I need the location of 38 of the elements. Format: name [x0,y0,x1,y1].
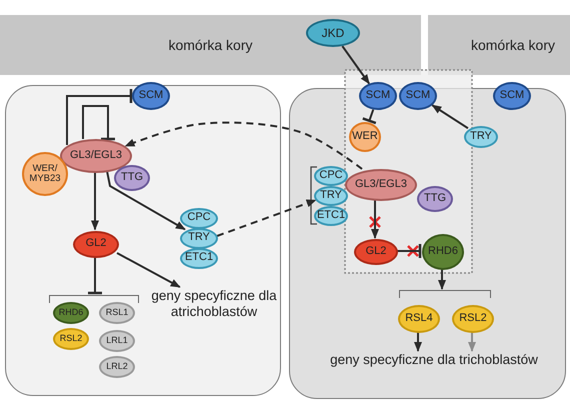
arrow [438,269,446,290]
arrow [414,332,422,352]
cell-label: komórka kory [168,37,253,53]
protein-ellipse: LRL2 [99,356,135,378]
protein-ellipse: CPC [314,166,348,186]
dashed-arrow [216,199,316,237]
arrow [468,332,476,352]
arrow [342,46,370,84]
cell-label: komórka kory [470,37,556,53]
protein-ellipse: GL2 [73,230,119,258]
arrow [431,104,468,130]
protein-ellipse: RSL2 [452,305,494,333]
protein-ellipse: ETC1 [180,248,218,268]
gene-label: geny specyficzne dla atrichoblastów [147,288,281,324]
bracket [399,290,491,298]
dashed-arrow [124,122,363,170]
arrow [371,200,379,239]
protein-ellipse: RHD6 [53,302,89,324]
arrow [91,172,99,230]
protein-ellipse: JKD [306,19,360,47]
protein-ellipse: TRY [464,126,498,148]
protein-ellipse: CPC [180,208,218,228]
protein-ellipse: RSL2 [53,328,89,350]
protein-ellipse: TRY [180,228,218,248]
cell-box [5,85,281,396]
protein-ellipse: RSL4 [398,305,440,333]
cortex-cell [0,15,421,75]
cortex-cell [428,15,570,75]
protein-ellipse: WER/ MYB23 [22,152,68,196]
protein-ellipse: TRY [314,186,348,206]
protein-ellipse: RSL1 [99,302,135,324]
protein-ellipse: GL3/EGL3 [60,139,132,173]
arrow [116,252,181,288]
protein-ellipse: ETC1 [314,206,348,226]
arrow [106,170,186,230]
protein-ellipse: TTG [114,165,150,191]
protein-ellipse: LRL1 [99,330,135,352]
gene-label: geny specyficzne dla trichoblastów [301,352,567,374]
